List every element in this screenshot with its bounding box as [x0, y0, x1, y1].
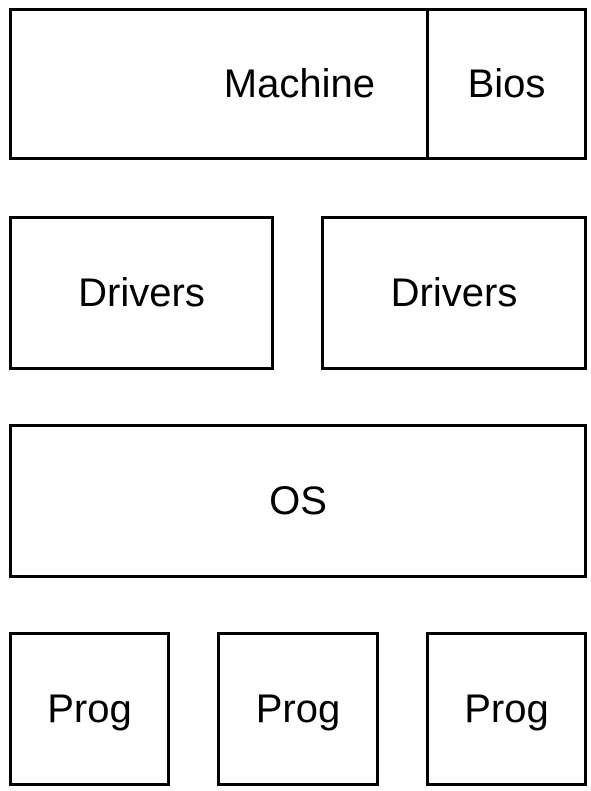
- prog-label-3: Prog: [464, 687, 549, 731]
- prog-block-1: Prog: [9, 632, 170, 786]
- machine-block: Machine: [9, 8, 429, 160]
- drivers-label-left: Drivers: [78, 271, 205, 315]
- prog-label-2: Prog: [255, 687, 341, 731]
- bios-block: Bios: [426, 8, 587, 160]
- prog-label-1: Prog: [47, 687, 132, 731]
- os-block: OS: [9, 424, 587, 578]
- drivers-block-right: Drivers: [321, 216, 587, 370]
- prog-block-3: Prog: [426, 632, 587, 786]
- prog-block-2: Prog: [217, 632, 379, 786]
- drivers-label-right: Drivers: [390, 271, 518, 315]
- os-label: OS: [269, 479, 327, 523]
- bios-label: Bios: [467, 62, 546, 106]
- drivers-block-left: Drivers: [9, 216, 274, 370]
- machine-label: Machine: [223, 62, 375, 106]
